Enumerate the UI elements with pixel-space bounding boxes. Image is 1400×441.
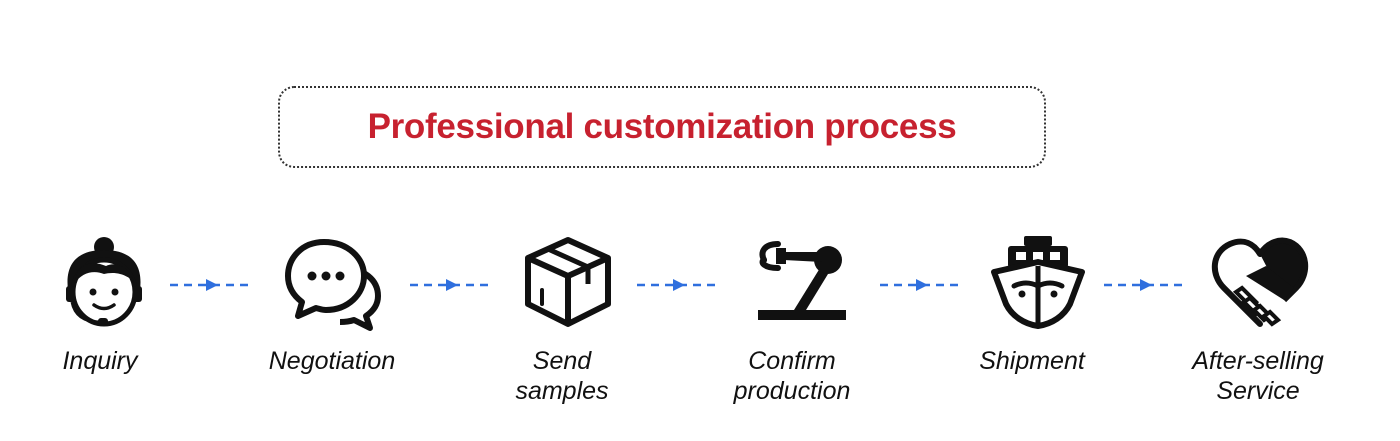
robotic-arm-icon [750, 232, 850, 332]
title-box: Professional customization process [278, 86, 1046, 168]
heart-handshake-icon [1210, 232, 1310, 332]
step-label-negotiation: Negotiation [268, 347, 396, 375]
step-label-send-samples: Send samples [515, 347, 609, 405]
arrow-connector-5 [1102, 275, 1192, 295]
page-title: Professional customization process [367, 107, 957, 146]
package-box-icon [518, 232, 618, 332]
ship-icon [988, 232, 1088, 332]
chat-bubbles-icon [282, 232, 382, 332]
arrow-connector-3 [635, 275, 725, 295]
step-label-after-selling-service: After-selling Service [1192, 347, 1324, 405]
step-label-confirm-production: Confirm production [733, 347, 851, 405]
arrow-connector-4 [878, 275, 968, 295]
step-label-shipment: Shipment [979, 347, 1085, 375]
customer-service-agent-icon [54, 232, 154, 332]
arrow-connector-1 [168, 275, 258, 295]
step-label-inquiry: Inquiry [62, 347, 138, 375]
arrow-connector-2 [408, 275, 498, 295]
